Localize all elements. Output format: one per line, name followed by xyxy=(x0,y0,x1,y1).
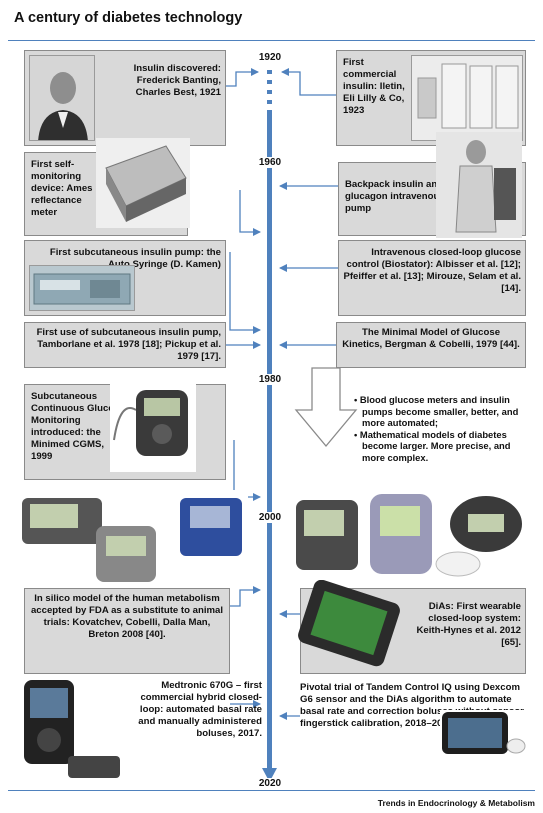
tandem-pump-icon xyxy=(442,712,526,754)
banting-photo xyxy=(29,55,95,141)
ames-meter-photo xyxy=(96,138,190,228)
iletin-bottles-photo xyxy=(411,55,523,141)
year-1960: 1960 xyxy=(250,157,290,168)
meter-icon xyxy=(105,145,187,222)
pumps-2000-left-photo xyxy=(20,490,248,586)
smartphone-icon xyxy=(298,580,400,667)
event-minimal-model-label: The Minimal Model of Glucose Kinetics, B… xyxy=(342,327,520,350)
year-2020: 2020 xyxy=(250,778,290,789)
portrait-icon xyxy=(30,56,94,140)
event-in-silico-label: In silico model of the human metabolism … xyxy=(30,593,224,640)
medtronic-670g-photo xyxy=(20,676,124,782)
year-2000: 2000 xyxy=(250,512,290,523)
timeline-dots xyxy=(267,70,272,104)
event-medtronic-label: Medtronic 670G – first commercial hybrid… xyxy=(138,680,262,739)
trend-list: • Blood glucose meters and insulin pumps… xyxy=(354,394,526,464)
event-first-use-subcutaneous: First use of subcutaneous insulin pump, … xyxy=(24,322,226,368)
year-1980: 1980 xyxy=(250,374,290,385)
year-1920: 1920 xyxy=(250,52,290,63)
event-in-silico: In silico model of the human metabolism … xyxy=(24,588,230,674)
backpack-icon xyxy=(455,140,516,233)
credit: Trends in Endocrinology & Metabolism xyxy=(377,798,535,808)
dias-phone-photo xyxy=(292,580,404,672)
bottles-icon xyxy=(417,63,519,129)
event-first-use-subcutaneous-label: First use of subcutaneous insulin pump, … xyxy=(36,327,221,362)
top-divider xyxy=(8,40,535,41)
trend-item: • Blood glucose meters and insulin pumps… xyxy=(354,394,519,429)
event-biostator: Intravenous closed-loop glucose control … xyxy=(338,240,526,316)
timeline-arrowhead xyxy=(262,768,277,782)
event-first-commercial-insulin: First commercial insulin: Iletin, Eli Li… xyxy=(336,50,526,146)
trend-item: • Mathematical models of diabetes become… xyxy=(354,428,511,463)
insulin-pumps-icon xyxy=(22,498,242,582)
event-minimal-model: The Minimal Model of Glucose Kinetics, B… xyxy=(336,322,526,368)
meters-icon xyxy=(296,494,522,577)
event-tandem: Pivotal trial of Tandem Control IQ using… xyxy=(300,682,526,782)
auto-syringe-photo xyxy=(29,265,135,311)
event-subcutaneous-pump: First subcutaneous insulin pump: the Aut… xyxy=(24,240,226,316)
event-subcutaneous-pump-label: First subcutaneous insulin pump: the Aut… xyxy=(49,247,221,270)
event-cgm-label: Subcutaneous Continuous Glucose Monitori… xyxy=(31,391,125,462)
cgms-device-icon xyxy=(113,390,188,456)
pumps-2000-right-photo xyxy=(290,490,526,586)
event-backpack-pump-label: Backpack insulin and glucagon intravenou… xyxy=(345,179,445,214)
minimed-cgms-photo xyxy=(110,380,196,472)
event-tandem-label: Pivotal trial of Tandem Control IQ using… xyxy=(300,682,524,729)
syringe-pump-icon xyxy=(33,273,131,305)
tandem-pump-photo xyxy=(440,710,526,758)
event-first-commercial-insulin-label: First commercial insulin: Iletin, Eli Li… xyxy=(343,57,405,116)
trend-down-arrow xyxy=(294,367,358,448)
backpack-pump-photo xyxy=(436,132,522,238)
event-biostator-label: Intravenous closed-loop glucose control … xyxy=(343,247,521,294)
bottom-divider xyxy=(8,790,535,791)
event-insulin-discovered-label: Insulin discovered: Frederick Banting, C… xyxy=(133,63,221,98)
event-insulin-discovered: Insulin discovered: Frederick Banting, C… xyxy=(24,50,226,146)
event-dias-label: DiAs: First wearable closed-loop system:… xyxy=(416,601,521,648)
event-first-self-monitoring-label: First self-monitoring device: Ames refle… xyxy=(31,159,93,218)
page-title: A century of diabetes technology xyxy=(14,10,243,26)
pump-670g-icon xyxy=(24,680,120,778)
